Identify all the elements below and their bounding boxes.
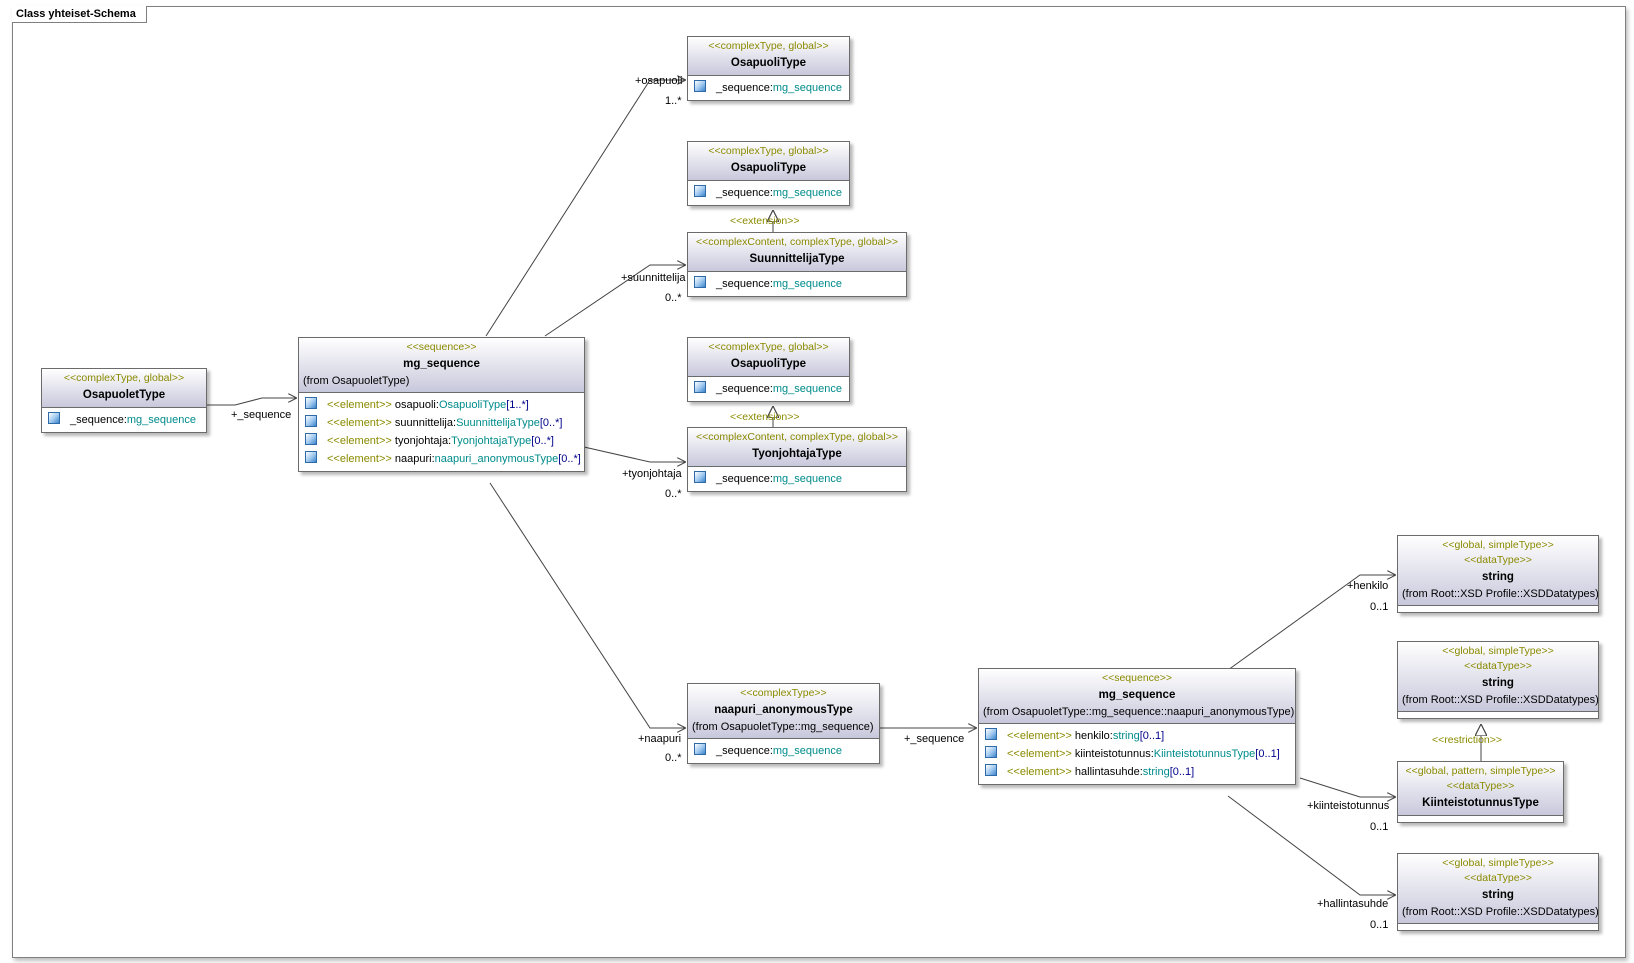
- attribute-row[interactable]: <<element>> kiinteistotunnus:Kiinteistot…: [985, 745, 1291, 763]
- attribute-icon: [985, 746, 997, 758]
- role-label-naapuri: +naapuri: [638, 733, 682, 745]
- attribute-icon: [985, 764, 997, 776]
- attribute-row[interactable]: _sequence:mg_sequence: [48, 411, 202, 429]
- class-name: mg_sequence: [403, 358, 480, 370]
- attribute-icon: [694, 743, 706, 755]
- stereotype: <<global, simpleType>>: [1442, 539, 1554, 551]
- class-mg-sequence-2[interactable]: <<sequence>> mg_sequence (from OsapuoletTy…: [978, 668, 1296, 785]
- class-suunnittelijatype[interactable]: <<complexContent, complexType, global>> S…: [687, 232, 907, 297]
- role-label-henkilo: +henkilo: [1347, 580, 1389, 592]
- role-label-suunnittelija: +suunnittelija: [621, 272, 686, 284]
- attribute-row[interactable]: <<element>> tyonjohtaja:TyonjohtajaType[…: [305, 432, 580, 450]
- stereotype: <<global, pattern, simpleType>>: [1405, 765, 1556, 777]
- stereotype: <<complexType, global>>: [708, 40, 829, 52]
- mult-label-osapuoli: 1..*: [665, 95, 682, 107]
- class-origin: (from OsapuoletType): [303, 375, 410, 387]
- class-tyonjohtajatype[interactable]: <<complexContent, complexType, global>> T…: [687, 427, 907, 492]
- class-string-1[interactable]: <<global, simpleType>> <<dataType>> string…: [1397, 535, 1599, 613]
- attribute-icon: [305, 397, 317, 409]
- class-osapuolitype-2[interactable]: <<complexType, global>> OsapuoliType _seq…: [687, 141, 850, 206]
- class-osapuolettype[interactable]: <<complexType, global>> OsapuoletType _se…: [41, 368, 207, 433]
- mult-label-kiinteistotunnus: 0..1: [1370, 821, 1389, 833]
- class-name: string: [1482, 889, 1514, 901]
- class-naapuri-anonymoustype[interactable]: <<complexType>> naapuri_anonymousType (fro…: [687, 683, 880, 764]
- attribute-icon: [694, 471, 706, 483]
- stereotype: <<complexType, global>>: [708, 341, 829, 353]
- class-kiinteistotunnustype[interactable]: <<global, pattern, simpleType>> <<dataTyp…: [1397, 761, 1564, 823]
- restriction-label: <<restriction>>: [1432, 734, 1503, 746]
- attribute-row[interactable]: <<element>> naapuri:naapuri_anonymousTyp…: [305, 450, 581, 468]
- attribute-icon: [48, 412, 60, 424]
- role-label-kiinteistotunnus: +kiinteistotunnus: [1307, 800, 1390, 812]
- stereotype: <<sequence>>: [406, 341, 477, 353]
- mult-label-suunnittelija: 0..*: [665, 292, 682, 304]
- stereotype-datatype: <<dataType>>: [1464, 872, 1532, 884]
- attribute-icon: [694, 276, 706, 288]
- class-name: OsapuoliType: [730, 57, 807, 69]
- attribute-row[interactable]: <<element>> henkilo:string[0..1]: [985, 727, 1291, 745]
- stereotype: <<global, simpleType>>: [1442, 645, 1554, 657]
- class-osapuolitype-3[interactable]: <<complexType, global>> OsapuoliType _seq…: [687, 337, 850, 402]
- class-name: OsapuoliType: [730, 358, 807, 370]
- diagram-title: Class yhteiset-Schema: [16, 8, 136, 20]
- class-string-3[interactable]: <<global, simpleType>> <<dataType>> string…: [1397, 853, 1599, 931]
- stereotype-datatype: <<dataType>>: [1446, 780, 1515, 792]
- class-name: OsapuoletType: [82, 389, 166, 401]
- class-string-2[interactable]: <<global, simpleType>> <<dataType>> string…: [1397, 641, 1599, 719]
- stereotype: <<complexType>>: [740, 687, 827, 699]
- attribute-row[interactable]: <<element>> hallintasuhde:string[0..1]: [985, 763, 1291, 781]
- stereotype: <<complexType, global>>: [63, 372, 185, 384]
- class-origin: (from OsapuoletType::mg_sequence): [692, 721, 874, 733]
- mult-label-hallintasuhde: 0..1: [1370, 919, 1389, 931]
- stereotype-datatype: <<dataType>>: [1464, 660, 1532, 672]
- stereotype: <<sequence>>: [1101, 672, 1173, 684]
- class-name: string: [1482, 677, 1514, 689]
- stereotype: <<complexType, global>>: [708, 145, 829, 157]
- class-name: naapuri_anonymousType: [714, 704, 853, 716]
- class-origin: (from Root::XSD Profile::XSDDatatypes): [1402, 588, 1599, 600]
- class-name: KiinteistotunnusType: [1422, 797, 1539, 809]
- attribute-row[interactable]: _sequence:mg_sequence: [694, 380, 845, 398]
- class-origin: (from Root::XSD Profile::XSDDatatypes): [1402, 694, 1599, 706]
- attribute-icon: [305, 433, 317, 445]
- mult-label-tyonjohtaja: 0..*: [665, 488, 682, 500]
- extension-label-tyonjohtaja: <<extension>>: [730, 411, 800, 423]
- attribute-row[interactable]: <<element>> osapuoli:OsapuoliType[1..*]: [305, 396, 580, 414]
- attribute-icon: [305, 451, 317, 463]
- class-name: OsapuoliType: [730, 162, 807, 174]
- attribute-icon: [694, 80, 706, 92]
- role-label-sequence-2: +_sequence: [904, 733, 965, 745]
- attribute-icon: [985, 728, 997, 740]
- stereotype: <<global, simpleType>>: [1442, 857, 1554, 869]
- class-name: string: [1482, 571, 1514, 583]
- attribute-row[interactable]: _sequence:mg_sequence: [694, 275, 902, 293]
- stereotype: <<complexContent, complexType, global>>: [696, 236, 898, 248]
- mult-label-naapuri: 0..*: [665, 752, 682, 764]
- class-origin: (from OsapuoletType::mg_sequence::naapur…: [983, 706, 1295, 718]
- stereotype: <<complexContent, complexType, global>>: [696, 431, 898, 443]
- role-label-sequence-1: +_sequence: [231, 409, 292, 421]
- diagram-title-tab: Class yhteiset-Schema: [12, 6, 147, 23]
- role-label-osapuoli: +osapuoli: [635, 75, 683, 87]
- stereotype-datatype: <<dataType>>: [1464, 554, 1532, 566]
- class-name: mg_sequence: [1098, 689, 1176, 701]
- attribute-row[interactable]: _sequence:mg_sequence: [694, 184, 845, 202]
- attribute-row[interactable]: <<element>> suunnittelija:SuunnittelijaT…: [305, 414, 580, 432]
- role-label-hallintasuhde: +hallintasuhde: [1317, 898, 1389, 910]
- class-mg-sequence-1[interactable]: <<sequence>> mg_sequence (from OsapuoletTy…: [298, 337, 585, 472]
- class-name: TyonjohtajaType: [752, 448, 842, 460]
- mult-label-henkilo: 0..1: [1370, 601, 1389, 613]
- class-name: SuunnittelijaType: [749, 253, 845, 265]
- attribute-row[interactable]: _sequence:mg_sequence: [694, 79, 845, 97]
- class-osapuolitype-1[interactable]: <<complexType, global>> OsapuoliType _seq…: [687, 36, 850, 101]
- attribute-row[interactable]: _sequence:mg_sequence: [694, 470, 902, 488]
- role-label-tyonjohtaja: +tyonjohtaja: [622, 468, 682, 480]
- class-origin: (from Root::XSD Profile::XSDDatatypes): [1402, 906, 1599, 918]
- extension-label-suunnittelija: <<extension>>: [730, 215, 800, 227]
- attribute-icon: [694, 381, 706, 393]
- attribute-icon: [305, 415, 317, 427]
- attribute-row[interactable]: _sequence:mg_sequence: [694, 742, 875, 760]
- attribute-icon: [694, 185, 706, 197]
